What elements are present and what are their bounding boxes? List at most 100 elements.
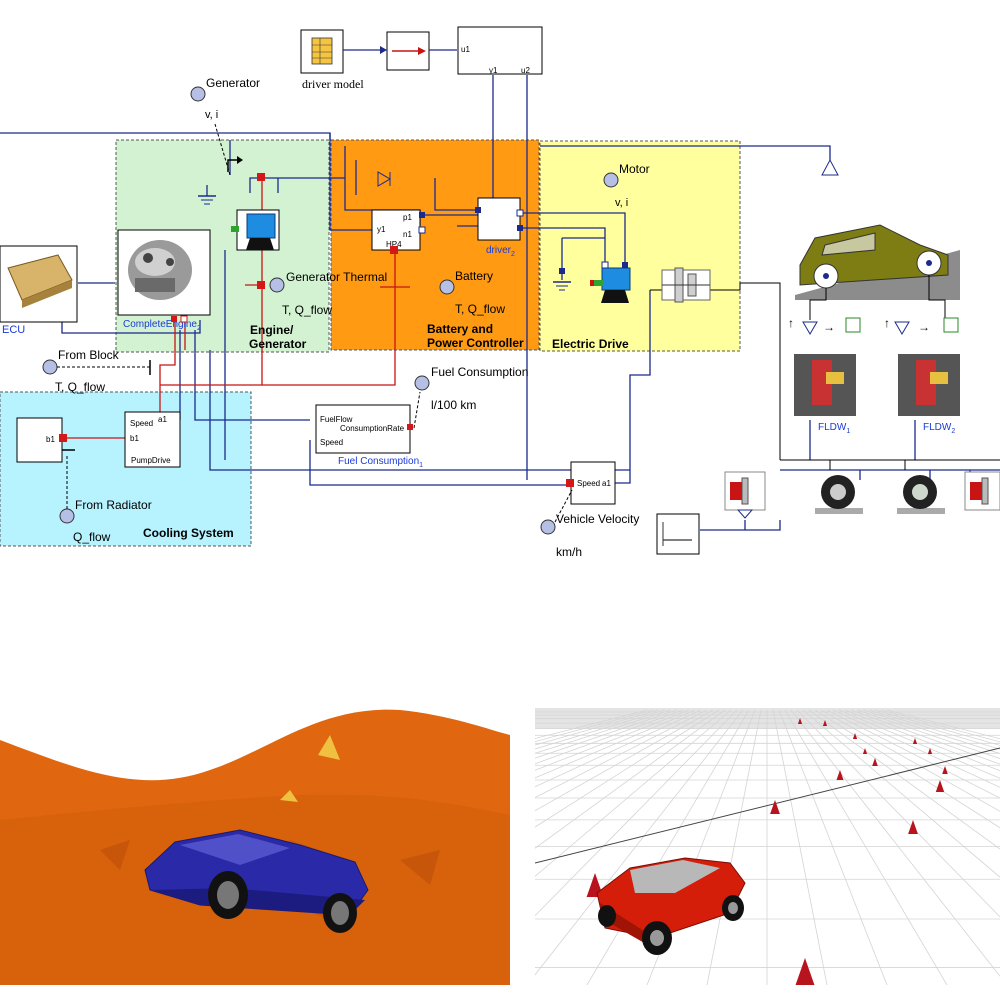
grid-line [850,709,1000,765]
wheel-right-icon [897,475,945,514]
vehicle-velocity-unit: km/h [556,545,582,559]
generator-block[interactable] [231,209,280,251]
generator-sensor-label: Generator [206,76,260,90]
engine-sub: 2 [197,325,201,332]
motor-sensor-vi: v, i [615,197,628,209]
fldw1-block[interactable]: ↑ → FLDW1 [788,316,861,435]
cooling-system-title: Cooling System [143,526,234,540]
svg-text:CompleteEngine2: CompleteEngine2 [123,319,201,332]
fuel-consumption-block[interactable]: FuelFlow ConsumptionRate Speed Fuel Cons… [315,404,423,469]
traffic-cone [862,748,868,754]
fuel-fuelflow: FuelFlow [320,415,353,424]
grid-line [826,709,1000,799]
traffic-cone [942,766,948,774]
svg-text:FLDW2: FLDW2 [923,422,955,435]
from-radiator-sub: Q_flow [73,530,111,544]
speed-sensor-block[interactable]: Speed a1 [570,461,616,505]
battery-sensor-icon[interactable] [439,279,455,295]
grid-line [535,709,708,799]
ecu-label: ECU [2,324,25,336]
complete-engine-block[interactable]: CompleteEngine2 [117,229,211,332]
grid-line [838,709,1000,779]
grid-line [586,709,750,985]
traffic-cone [795,958,815,985]
grid-line [535,709,690,771]
driver-model-block[interactable]: driver model [300,29,364,91]
step-source-block[interactable] [656,513,700,555]
b1-block[interactable]: b1 [16,417,63,463]
electric-drive-region[interactable] [539,140,741,352]
ramp-source-block[interactable] [386,31,430,71]
b1-label: b1 [46,435,55,444]
fldw1-sub: 1 [846,428,850,435]
bus-u2-label: u2 [521,66,530,75]
svg-text:→: → [823,320,835,334]
engine-generator-title-1: Engine/ [250,323,294,337]
battery-title-1: Battery and [427,322,493,336]
fuel-rate: ConsumptionRate [340,424,405,433]
traffic-cone [770,800,780,814]
motor-block[interactable] [590,267,631,303]
gearbox-block[interactable] [661,267,711,303]
hp4-y1: y1 [377,225,386,234]
svg-text:→: → [918,320,930,334]
generator-thermal-icon[interactable] [269,277,285,293]
cone-course-simulation-scene [535,708,1000,985]
svg-text:FLDW1: FLDW1 [818,422,850,435]
fldw1-name: FLDW [818,422,847,433]
grid-line [802,709,1000,878]
grid-line [535,709,726,849]
motor-sensor-icon[interactable] [603,172,619,188]
grid-line [706,709,762,985]
grid-line [535,709,684,765]
generator-thermal-label: Generator Thermal [286,270,387,284]
pump-drive-block[interactable]: Speed a1 b1 PumpDrive [124,411,181,468]
electric-drive-title: Electric Drive [552,337,629,351]
engine-generator-title-2: Generator [249,337,307,351]
pump-speed: Speed [130,419,153,428]
grid-line [784,709,948,985]
grid-line [790,709,1000,977]
grid-line [535,709,738,917]
fldw2-block[interactable]: ↑ → FLDW2 [884,316,960,435]
grid-line [814,709,1000,829]
speed-label: Speed [577,479,600,488]
grid-line [535,709,702,788]
grid-line [535,709,720,828]
hp4-name: HP4 [386,240,402,249]
bus-block[interactable]: u1 y1 u2 [457,26,543,75]
brake-right-icon [964,471,1000,511]
grid-line [535,709,696,779]
battery-label: Battery [455,269,493,283]
traffic-cone [872,758,878,766]
from-block-label: From Block [58,348,120,362]
traffic-cone [836,770,844,780]
grid-line [820,709,1000,812]
traffic-cone [797,718,803,724]
from-radiator-icon[interactable] [59,508,75,524]
wheel-left-icon [815,475,863,514]
grid-line [856,709,1000,759]
vehicle-velocity-icon[interactable] [540,519,556,535]
pump-a1: a1 [158,415,167,424]
from-block-icon[interactable] [42,359,58,375]
hp4-n1: n1 [403,230,412,239]
ecu-block[interactable]: ECU [0,245,78,336]
battery-power-controller-region[interactable] [330,139,540,351]
traffic-cone [935,780,945,792]
ground-icon [198,195,216,205]
grid-line [772,709,828,985]
fuel-consumption-unit: l/100 km [431,398,476,412]
ports [59,173,628,487]
generator-sensor-icon[interactable] [190,86,206,102]
fuel-consumption-sensor-icon[interactable] [414,375,430,391]
grid-line [832,709,1000,788]
hp4-block[interactable]: y1 p1 n1 HP4 [371,209,421,251]
brake-left-icon [724,471,766,519]
driver2-block[interactable]: driver2 [477,197,521,258]
grid-line [796,709,1000,918]
generator-thermal-sub: T, Q_flow [282,303,332,317]
svg-text:↑: ↑ [788,316,794,330]
vehicle-velocity-label: Vehicle Velocity [556,512,639,526]
fldw2-name: FLDW [923,422,952,433]
